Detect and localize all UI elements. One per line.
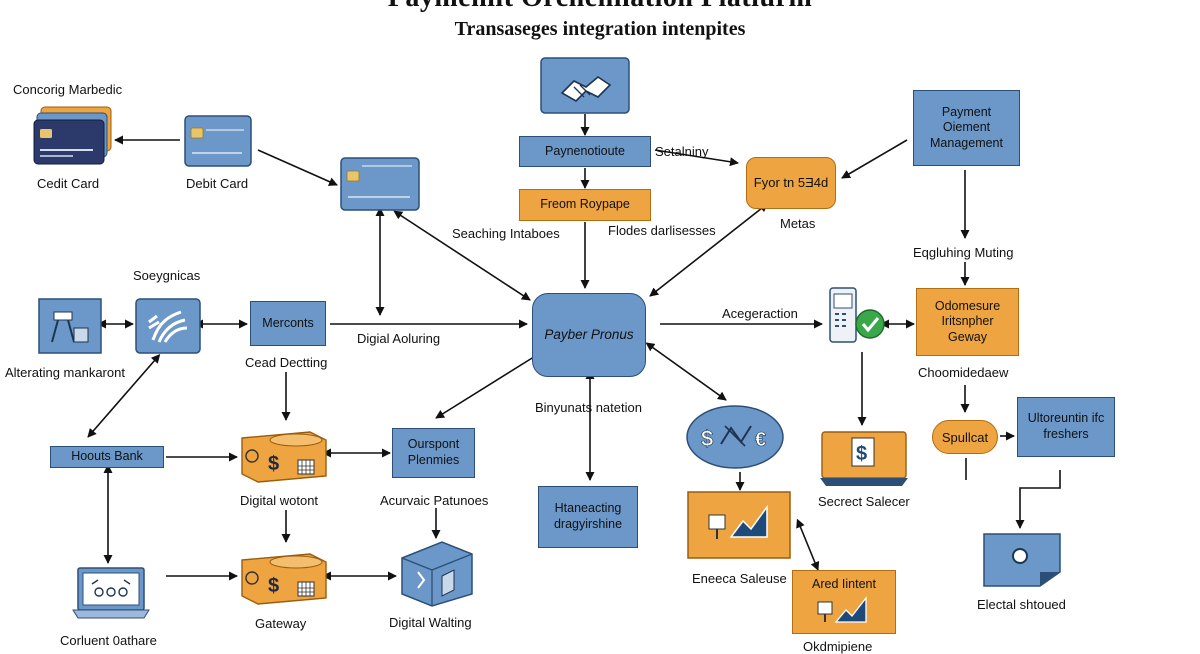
- digital-wotont-label: Digital wotont: [240, 493, 319, 508]
- diagram-subtitle: Transaseges integration intenpites: [454, 18, 746, 40]
- ourspont-box[interactable]: Ourspont Plenmies: [392, 428, 475, 478]
- dollar-receipt-icon: $: [820, 431, 908, 486]
- arrow: [796, 518, 820, 571]
- choomidedaew-label: Choomidedaew: [918, 365, 1009, 380]
- digital-wallet-icon: $: [241, 431, 327, 483]
- alternating-label: Alterating mankaront: [5, 365, 125, 380]
- digital-walting-label: Digital Walting: [389, 615, 472, 630]
- metas-label: Metas: [780, 216, 816, 231]
- svg-text:€: €: [755, 429, 766, 451]
- setalniny-label: Setalniny: [655, 144, 709, 159]
- chip-card-icon: [340, 157, 420, 211]
- chart-icon: [817, 596, 867, 623]
- payment-route-box[interactable]: Paynenotioute: [519, 136, 651, 167]
- arrow: [645, 342, 727, 401]
- digital-wallet-icon: $: [241, 553, 327, 605]
- routing-icon: [135, 298, 201, 354]
- oudmesure-gateway-box[interactable]: Odomesure Iritsnpher Geway: [916, 288, 1019, 356]
- arrow: [654, 149, 739, 167]
- svg-text:$: $: [268, 453, 279, 475]
- payment-management-box[interactable]: Payment Oiement Management: [913, 90, 1020, 166]
- binyunats-label: Binyunats natetion: [535, 400, 642, 415]
- searching-label: Seaching Intaboes: [452, 226, 560, 241]
- chip-card-icon: [184, 115, 252, 167]
- svg-text:$: $: [856, 443, 867, 465]
- spullcat-pill[interactable]: Spullcat: [932, 420, 998, 454]
- chart-icon: [687, 491, 791, 559]
- digital-aoluring-label: Digial Aoluring: [357, 331, 441, 346]
- eqgluhing-label: Eqgluhing Muting: [913, 245, 1014, 260]
- cube-wallet-icon: [401, 541, 473, 607]
- phone-check-icon: [829, 287, 885, 343]
- ultoreuntin-box[interactable]: Ultoreuntin ifc freshers: [1017, 397, 1115, 457]
- acegeraction-label: Acegeraction: [722, 306, 798, 321]
- arrow: [649, 203, 769, 297]
- cead-label: Cead Dectting: [245, 355, 328, 370]
- svg-text:$: $: [268, 575, 279, 597]
- credit-cards-icon: [33, 106, 112, 165]
- merconts-box[interactable]: Merconts: [250, 301, 326, 346]
- payment-prorus-hub[interactable]: Payber Pronus: [532, 293, 646, 377]
- arrow: [87, 353, 161, 438]
- flodes-label: Flodes darlisesses: [608, 223, 716, 238]
- ared-intent-box[interactable]: Ared Iintent: [792, 570, 896, 634]
- barrier-icon: [38, 298, 102, 354]
- concorig-label: Concorig Marbedic: [13, 82, 123, 97]
- arrow: [435, 354, 538, 419]
- credit-card-label: Cedit Card: [37, 176, 100, 191]
- tag-icon: [983, 533, 1061, 587]
- fyor-box[interactable]: Fyor tn 5Ǝ4d: [746, 157, 836, 209]
- arrow: [1015, 470, 1061, 529]
- okdmipiene-label: Okdmipiene: [803, 639, 873, 654]
- debit-card-label: Debit Card: [186, 176, 249, 191]
- corluent-label: Corluent 0athare: [60, 633, 157, 648]
- arrow: [393, 210, 531, 301]
- acurvaic-label: Acurvaic Patunoes: [380, 493, 489, 508]
- soeygnicas-label: Soeygnicas: [133, 268, 201, 283]
- frem-roypape-box[interactable]: Freom Roypape: [519, 189, 651, 221]
- svg-text:$: $: [701, 426, 713, 451]
- diagram-title: Paymeniit Orcheniiation Platiurm: [0, 0, 1200, 14]
- gateway-label: Gateway: [255, 616, 307, 631]
- secrect-label: Secrect Salecer: [818, 494, 910, 509]
- electal-label: Electal shtoued: [977, 597, 1066, 612]
- laptop-icon: [72, 567, 150, 619]
- eneeca-label: Eneeca Saleuse: [692, 571, 787, 586]
- htanacating-box[interactable]: Htaneacting dragyirshine: [538, 486, 638, 548]
- handshake-icon: [540, 57, 630, 114]
- currency-exchange-icon: $ €: [686, 405, 784, 469]
- hoouts-bank-box[interactable]: Hoouts Bank: [50, 446, 164, 468]
- ared-intent-label: Ared Iintent: [812, 577, 876, 591]
- arrow: [257, 149, 338, 186]
- arrow: [841, 139, 908, 179]
